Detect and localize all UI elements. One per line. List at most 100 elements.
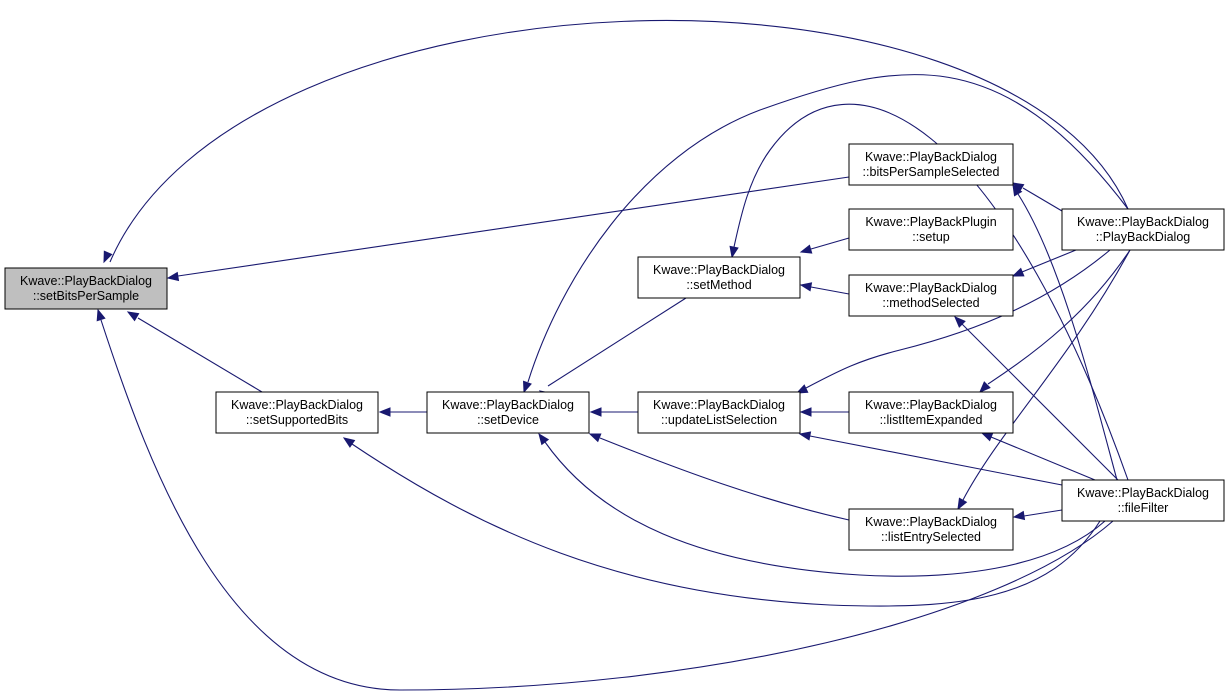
arrowhead-icon (103, 250, 113, 264)
node-class-label: Kwave::PlayBackDialog (442, 398, 574, 412)
arrowhead-icon (1012, 183, 1023, 197)
nodes-layer: Kwave::PlayBackDialog::setBitsPerSampleK… (4, 143, 1225, 551)
edge-line (810, 237, 850, 250)
edge-fileFilter-to-listEntrySelected (1012, 509, 1063, 521)
edge-PlayBackDialog-to-methodSelected (1011, 249, 1077, 277)
edge-setDevice-to-setSupportedBits (378, 407, 427, 417)
edge-line (351, 443, 1101, 607)
node-fileFilter[interactable]: Kwave::PlayBackDialog::fileFilter (1061, 479, 1225, 522)
arrowhead-icon (1012, 510, 1026, 521)
arrowhead-icon (166, 271, 180, 282)
node-box (848, 274, 1014, 317)
node-method-label: ::fileFilter (1118, 501, 1169, 515)
node-updateListSelection[interactable]: Kwave::PlayBackDialog::updateListSelecti… (637, 391, 801, 434)
edge-bitsPerSampleSelected-to-setBitsPerSample (166, 176, 850, 282)
edge-PlayBackDialog-to-setDevice (523, 74, 1129, 394)
edge-line (733, 103, 1129, 481)
edge-PlayBackDialog-to-listEntrySelected (957, 249, 1131, 511)
node-class-label: Kwave::PlayBackDialog (20, 274, 152, 288)
edge-PlayBackDialog-to-listItemExpanded (979, 249, 1131, 393)
arrowhead-icon (798, 431, 812, 441)
edge-line (961, 323, 1119, 481)
edge-setMethod-to-setDevice (538, 297, 687, 401)
node-setSupportedBits[interactable]: Kwave::PlayBackDialog::setSupportedBits (215, 391, 379, 434)
arrowhead-icon (954, 316, 966, 328)
edge-setSupportedBits-to-setBitsPerSample (126, 311, 263, 393)
node-method-label: ::bitsPerSampleSelected (863, 165, 1000, 179)
node-box (848, 208, 1014, 251)
node-method-label: ::setDevice (477, 413, 539, 427)
node-class-label: Kwave::PlayBackDialog (653, 263, 785, 277)
edge-line (990, 436, 1096, 481)
node-box (848, 391, 1014, 434)
node-pluginSetup[interactable]: Kwave::PlayBackPlugin::setup (848, 208, 1014, 251)
arrowhead-icon (126, 311, 140, 322)
node-method-label: ::PlayBackDialog (1096, 230, 1191, 244)
edge-pluginSetup-to-setMethod (799, 237, 850, 254)
node-method-label: ::setBitsPerSample (33, 289, 139, 303)
arrowhead-icon (980, 432, 994, 442)
arrowhead-icon (979, 381, 991, 393)
edge-line (137, 317, 263, 393)
edge-line (599, 437, 850, 521)
node-method-label: ::setup (912, 230, 950, 244)
edge-fileFilter-to-setDevice (538, 432, 1106, 577)
node-method-label: ::setSupportedBits (246, 413, 348, 427)
node-box (637, 256, 801, 299)
node-class-label: Kwave::PlayBackDialog (1077, 215, 1209, 229)
arrowhead-icon (378, 407, 391, 417)
node-method-label: ::updateListSelection (661, 413, 777, 427)
edge-PlayBackDialog-to-updateListSelection (795, 249, 1111, 394)
arrowhead-icon (799, 282, 813, 292)
edge-line (1023, 509, 1063, 517)
node-setBitsPerSample[interactable]: Kwave::PlayBackDialog::setBitsPerSample (4, 267, 168, 310)
edge-line (810, 286, 850, 295)
edge-listEntrySelected-to-setDevice (588, 433, 850, 521)
arrowhead-icon (729, 245, 739, 259)
edge-methodSelected-to-setMethod (799, 282, 850, 295)
edge-listItemExpanded-to-updateListSelection (799, 407, 849, 417)
node-setDevice[interactable]: Kwave::PlayBackDialog::setDevice (426, 391, 590, 434)
arrowhead-icon (588, 433, 602, 443)
edge-line (809, 435, 1063, 486)
node-class-label: Kwave::PlayBackDialog (865, 150, 997, 164)
node-method-label: ::listEntrySelected (881, 530, 981, 544)
node-class-label: Kwave::PlayBackDialog (653, 398, 785, 412)
node-bitsPerSampleSelected[interactable]: Kwave::PlayBackDialog::bitsPerSampleSele… (848, 143, 1014, 186)
edge-line (109, 19, 1129, 263)
edge-fileFilter-to-methodSelected (954, 316, 1119, 481)
node-listEntrySelected[interactable]: Kwave::PlayBackDialog::listEntrySelected (848, 508, 1014, 551)
edge-fileFilter-to-bitsPerSampleSelected (1012, 183, 1118, 481)
node-class-label: Kwave::PlayBackDialog (231, 398, 363, 412)
node-PlayBackDialog[interactable]: Kwave::PlayBackDialog::PlayBackDialog (1061, 208, 1225, 251)
edges-layer (96, 19, 1131, 691)
node-box (4, 267, 168, 310)
node-methodSelected[interactable]: Kwave::PlayBackDialog::methodSelected (848, 274, 1014, 317)
node-box (848, 508, 1014, 551)
edge-fileFilter-to-setSupportedBits (342, 437, 1101, 607)
edge-line (962, 249, 1131, 501)
node-listItemExpanded[interactable]: Kwave::PlayBackDialog::listItemExpanded (848, 391, 1014, 434)
edge-line (547, 297, 687, 387)
edge-line (544, 441, 1106, 577)
node-box (1061, 208, 1225, 251)
edge-line (527, 74, 1129, 383)
node-method-label: ::setMethod (686, 278, 751, 292)
edge-line (805, 249, 1111, 389)
arrowhead-icon (1011, 267, 1025, 277)
edge-updateListSelection-to-setDevice (589, 407, 638, 417)
arrowhead-icon (957, 497, 968, 511)
arrowhead-icon (342, 437, 356, 448)
node-setMethod[interactable]: Kwave::PlayBackDialog::setMethod (637, 256, 801, 299)
arrowhead-icon (589, 407, 602, 417)
arrowhead-icon (523, 380, 532, 394)
node-class-label: Kwave::PlayBackDialog (865, 281, 997, 295)
edge-fileFilter-to-setMethod (729, 103, 1129, 481)
node-method-label: ::methodSelected (882, 296, 979, 310)
edge-line (1022, 187, 1063, 212)
arrowhead-icon (538, 432, 550, 446)
arrowhead-icon (799, 407, 812, 417)
node-class-label: Kwave::PlayBackDialog (1077, 486, 1209, 500)
node-box (215, 391, 379, 434)
